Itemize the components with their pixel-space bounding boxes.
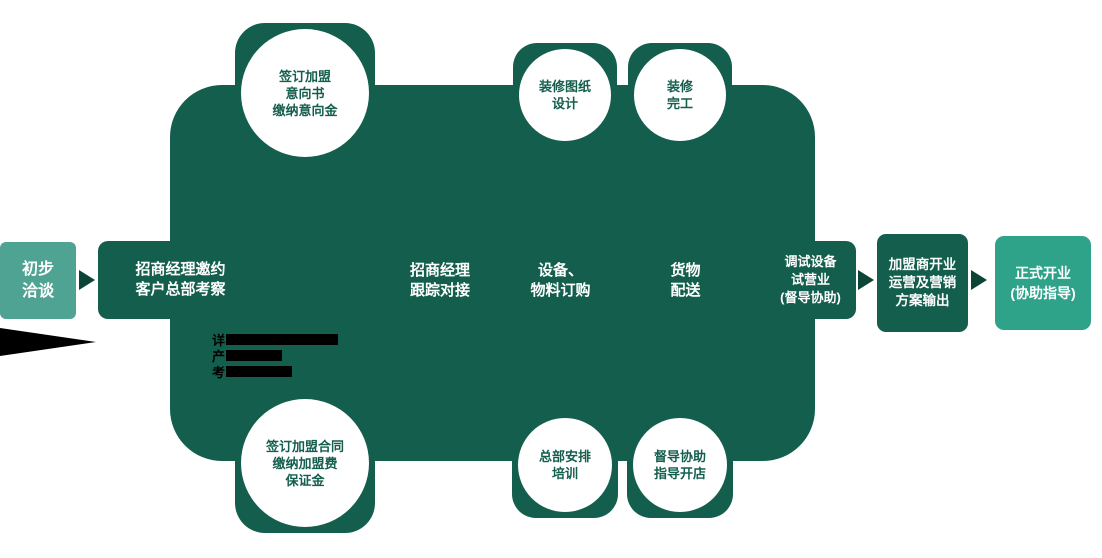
arrow-opening-to-official-icon bbox=[971, 270, 987, 290]
node-initial-negotiation-label: 初步 洽谈 bbox=[21, 260, 54, 300]
node-renovation-complete-circle: 装修 完工 bbox=[634, 49, 726, 141]
node-renovation-drawing-design-circle: 装修图纸 设计 bbox=[519, 49, 611, 141]
annotation-note-line: 详 bbox=[212, 331, 339, 348]
node-renovation-drawing-design: 装修图纸 设计 bbox=[513, 43, 617, 147]
annotation-note: 详 产 考 bbox=[212, 331, 339, 380]
node-hq-training-circle: 总部安排 培训 bbox=[518, 418, 612, 512]
process-band-right-arm bbox=[780, 241, 856, 319]
stage-invite-hq-inspection: 招商经理邀约 客户总部考察 bbox=[135, 261, 226, 298]
annotation-note-char: 产 bbox=[212, 348, 226, 364]
arrow-start-to-band-icon bbox=[79, 270, 95, 290]
node-renovation-complete-label: 装修 完工 bbox=[666, 79, 693, 111]
stage-manager-follow-up: 招商经理 跟踪对接 bbox=[409, 262, 470, 299]
node-renovation-drawing-design-label: 装修图纸 设计 bbox=[538, 79, 591, 111]
node-official-opening: 正式开业 (协助指导) bbox=[995, 236, 1091, 330]
arrow-band-to-opening-icon bbox=[858, 270, 874, 290]
stage-trial-operation: 调试设备 试营业 (督导协助) bbox=[780, 254, 841, 305]
stage-goods-delivery: 货物 配送 bbox=[670, 262, 701, 299]
node-franchisee-opening-plan: 加盟商开业 运营及营销 方案输出 bbox=[877, 234, 968, 332]
annotation-note-line: 考 bbox=[212, 363, 338, 380]
node-hq-training: 总部安排 培训 bbox=[512, 412, 618, 518]
node-supervisor-store-opening-label: 督导协助 指导开店 bbox=[653, 449, 706, 481]
node-sign-franchise-contract: 签订加盟合同 缴纳加盟费 保证金 bbox=[235, 393, 375, 533]
node-sign-intent-letter: 签订加盟 意向书 缴纳意向金 bbox=[235, 23, 375, 163]
annotation-note-line: 产 bbox=[212, 347, 338, 364]
node-renovation-complete: 装修 完工 bbox=[628, 43, 732, 147]
node-sign-franchise-contract-label: 签订加盟合同 缴纳加盟费 保证金 bbox=[265, 438, 344, 488]
annotation-note-char: 考 bbox=[212, 364, 226, 380]
annotation-note-char: 详 bbox=[212, 332, 226, 348]
node-sign-intent-letter-circle: 签订加盟 意向书 缴纳意向金 bbox=[241, 29, 369, 157]
black-wedge-shape bbox=[0, 328, 96, 356]
redacted-text-bar bbox=[226, 349, 283, 361]
stage-equipment-material-order: 设备、 物料订购 bbox=[530, 262, 591, 299]
node-franchisee-opening-plan-label: 加盟商开业 运营及营销 方案输出 bbox=[888, 257, 957, 308]
node-sign-intent-letter-label: 签订加盟 意向书 缴纳意向金 bbox=[272, 68, 338, 118]
node-initial-negotiation: 初步 洽谈 bbox=[0, 242, 76, 319]
node-supervisor-store-opening-circle: 督导协助 指导开店 bbox=[633, 418, 727, 512]
node-official-opening-label: 正式开业 (协助指导) bbox=[1010, 265, 1076, 301]
process-band-left-arm bbox=[98, 241, 208, 319]
node-supervisor-store-opening: 督导协助 指导开店 bbox=[627, 412, 733, 518]
redacted-text-bar bbox=[226, 333, 339, 345]
node-sign-franchise-contract-circle: 签订加盟合同 缴纳加盟费 保证金 bbox=[241, 399, 369, 527]
node-hq-training-label: 总部安排 培训 bbox=[538, 449, 591, 481]
redacted-text-bar bbox=[226, 365, 293, 377]
